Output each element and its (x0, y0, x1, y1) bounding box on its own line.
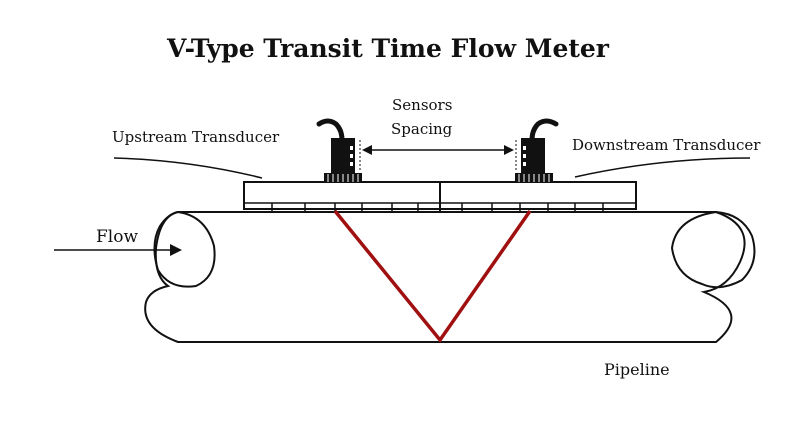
flow-arrow (54, 244, 182, 256)
rail-ticks (271, 203, 604, 211)
sensors-spacing-arrow (362, 145, 514, 155)
diagram-title: V-Type Transit Time Flow Meter (167, 34, 609, 63)
downstream-transducer-label: Downstream Transducer (572, 136, 761, 154)
upstream-leader-line (113, 157, 263, 179)
pipe-body (144, 211, 746, 343)
pipeline-label: Pipeline (604, 360, 670, 379)
sensors-spacing-label-line1: Sensors (392, 96, 453, 114)
downstream-leader-line (574, 157, 751, 178)
pipe-left-end (153, 210, 216, 288)
upstream-sensor (316, 118, 362, 183)
downstream-sensor (515, 118, 559, 183)
pipe-right-end (670, 210, 756, 289)
upstream-transducer-label: Upstream Transducer (112, 128, 280, 146)
ultrasonic-signal-path (333, 209, 532, 343)
sensors-spacing-label-line2: Spacing (391, 120, 453, 138)
flow-label: Flow (96, 227, 139, 247)
